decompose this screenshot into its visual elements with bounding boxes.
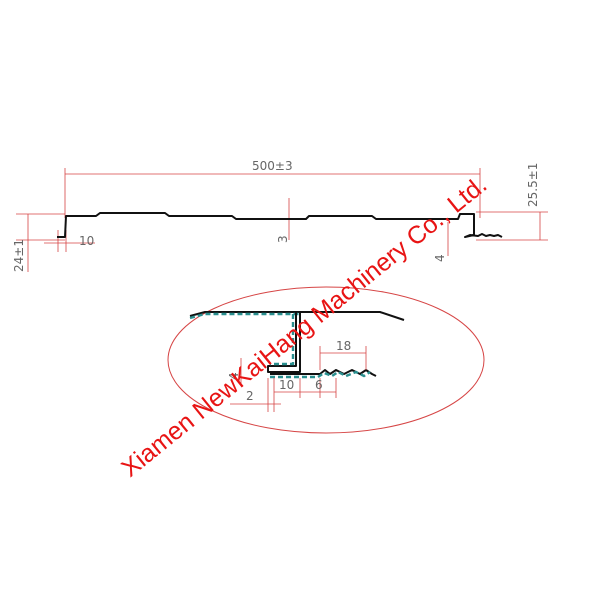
detail-2-dimension: 2 — [230, 378, 281, 412]
detail-2-label: 2 — [246, 389, 254, 403]
rib-left-dimension: 10 — [44, 230, 95, 252]
detail-6-label: 6 — [315, 378, 323, 392]
right-step-label: 4 — [433, 254, 447, 262]
detail-6-dimension: 6 — [300, 378, 337, 398]
panel-profile — [57, 212, 503, 238]
detail-10-dimension: 10 — [274, 378, 301, 398]
detail-ellipse — [167, 286, 485, 434]
lock-height-dimension: 25.5±1 — [476, 163, 548, 241]
detail-seam-lower — [270, 370, 371, 379]
detail-lock-wall — [267, 312, 301, 373]
detail-profile — [189, 311, 405, 379]
detail-seam-wall — [270, 314, 295, 366]
detail-10-label: 10 — [279, 378, 294, 392]
detail-18-label: 18 — [336, 339, 351, 353]
detail-seam-upper — [189, 312, 299, 320]
width-dimension: 500±3 — [64, 159, 481, 218]
detail-upper-panel — [189, 311, 405, 321]
rib-left-label: 10 — [79, 234, 94, 248]
detail-lower-panel — [270, 369, 377, 377]
rib-depth-label: 3 — [276, 235, 290, 243]
company-watermark: Xiamen NewKaiHang Machinery Co., Ltd. — [116, 171, 492, 483]
right-step-dimension: 4 — [433, 222, 449, 262]
left-height-label: 24±1 — [12, 239, 26, 272]
left-height-dimension: 24±1 — [12, 213, 65, 272]
detail-4-dimension: 4 — [227, 358, 242, 384]
detail-18-dimension: 18 — [319, 339, 367, 370]
width-dimension-label: 500±3 — [252, 159, 293, 173]
rib-depth-dimension: 3 — [276, 198, 290, 243]
lock-height-label: 25.5±1 — [526, 163, 540, 207]
detail-4-label: 4 — [227, 372, 241, 380]
